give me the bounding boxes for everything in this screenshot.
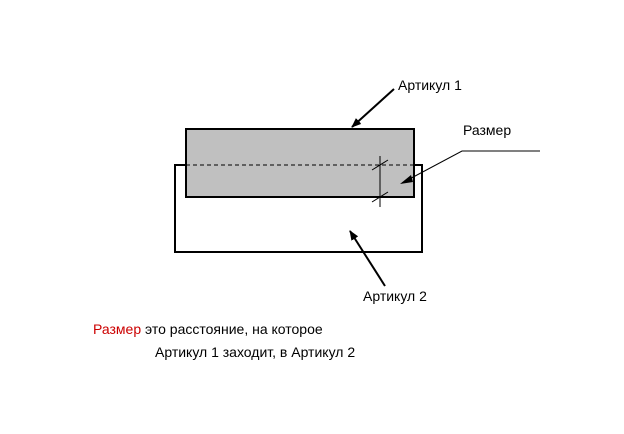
size-leader-line [401, 150, 540, 184]
caption-line-1-rest: это расстояние, на которое [141, 321, 323, 337]
article2-label: Артикул 2 [363, 288, 427, 304]
caption-highlight: Размер [93, 321, 142, 337]
dimension-tick-bottom [371, 191, 389, 203]
article1-label: Артикул 1 [398, 77, 462, 93]
article1-arrow [351, 88, 395, 128]
caption-line-1: Размер это расстояние, на которое [93, 321, 323, 337]
caption-line-2: Артикул 1 заходит, в Артикул 2 [155, 344, 356, 360]
size-label: Размер [463, 122, 512, 138]
article2-arrow [349, 230, 386, 287]
dimension-tick-top [371, 159, 389, 171]
size-leader-arrowhead [400, 175, 413, 184]
article1-rect [185, 128, 415, 198]
